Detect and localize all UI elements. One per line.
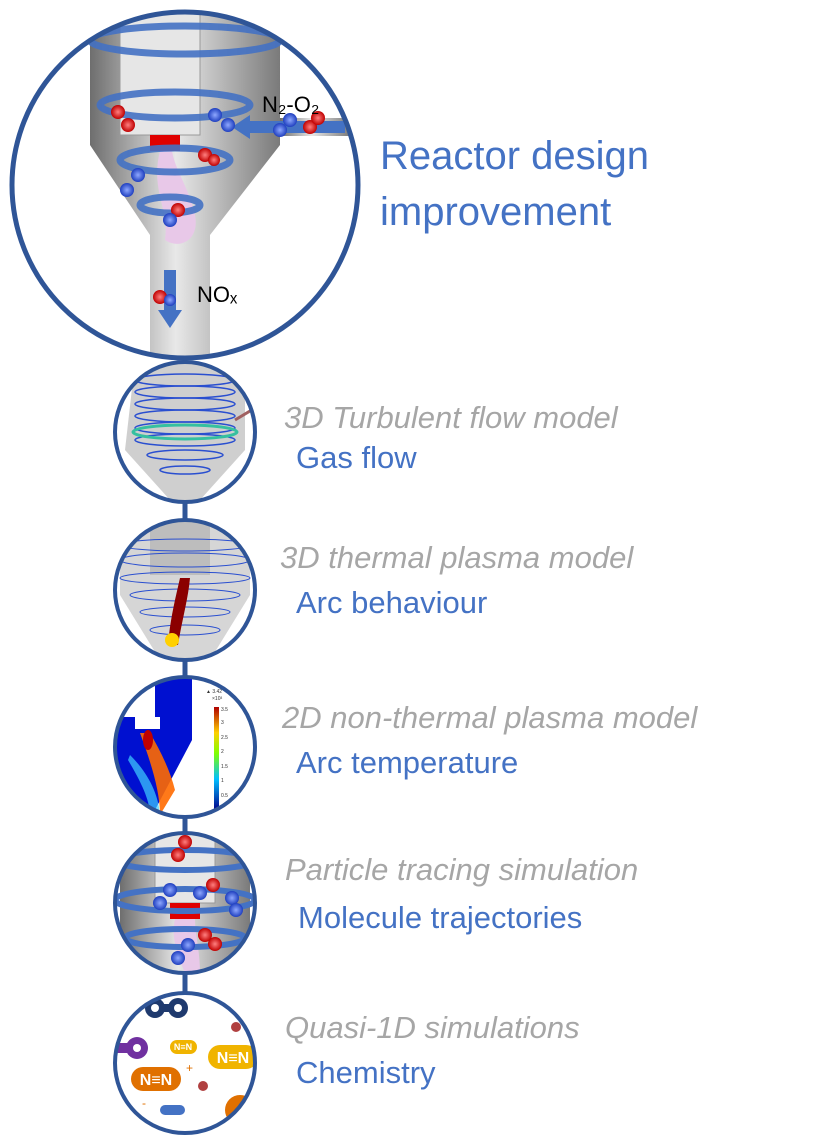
no-molecule-icon (115, 1037, 148, 1059)
colorbar-tick: 2 (221, 749, 224, 755)
svg-text:N≡N: N≡N (174, 1042, 192, 1052)
electron-icon (198, 1081, 208, 1091)
outlet-label: NOₓ (197, 282, 238, 307)
chemistry-thumbnail: N≡N N≡N N≡N + - (113, 991, 257, 1135)
colorbar-tick: 1.5 (221, 764, 228, 770)
minus-sign: - (142, 1096, 146, 1110)
svg-text:N≡N: N≡N (217, 1050, 249, 1067)
colorbar-tick: 3.5 (221, 707, 228, 713)
stage-method: 3D Turbulent flow model (284, 400, 618, 435)
n2-ion-icon: N≡N (131, 1067, 181, 1091)
colorbar-scale: ×10³ (212, 696, 222, 702)
o2-small-icon (160, 1105, 185, 1115)
gas-flow-thumbnail (113, 360, 257, 504)
stage-method: Particle tracing simulation (285, 852, 639, 887)
stage-topic: Gas flow (296, 440, 417, 475)
svg-text:N≡N: N≡N (140, 1072, 172, 1089)
colorbar-tick: 0.5 (221, 793, 228, 799)
arc-behaviour-thumbnail (113, 518, 257, 662)
n2-molecule-icon: N≡N (170, 1040, 197, 1054)
stage-topic: Arc temperature (296, 745, 519, 780)
stage-method: 3D thermal plasma model (280, 540, 634, 575)
stage-method: Quasi-1D simulations (285, 1010, 580, 1045)
colorbar-tick: 1 (221, 778, 224, 784)
stage-topic: Arc behaviour (296, 585, 488, 620)
n2-molecule-icon: N≡N (208, 1045, 255, 1069)
plus-sign: + (186, 1061, 193, 1075)
stage-topic: Molecule trajectories (298, 900, 583, 935)
molecule-trajectories-thumbnail (113, 831, 257, 975)
main-title-line2: improvement (380, 190, 612, 234)
main-title-line1: Reactor design (380, 134, 650, 178)
reactor-illustration: N₂-O₂ NOₓ (9, 9, 361, 361)
electron-icon (231, 1022, 241, 1032)
inlet-label: N₂-O₂ (262, 92, 319, 117)
stage-topic: Chemistry (296, 1055, 436, 1090)
arc-temperature-thumbnail: ▲ 3.42 ×10³ 3.5 3 2.5 2 1.5 1 0.5 ▼ (113, 675, 257, 819)
colorbar-tick: 3 (221, 720, 224, 726)
colorbar-max: ▲ 3.42 (206, 689, 222, 695)
stage-method: 2D non-thermal plasma model (282, 700, 698, 735)
colorbar-tick: 2.5 (221, 735, 228, 741)
